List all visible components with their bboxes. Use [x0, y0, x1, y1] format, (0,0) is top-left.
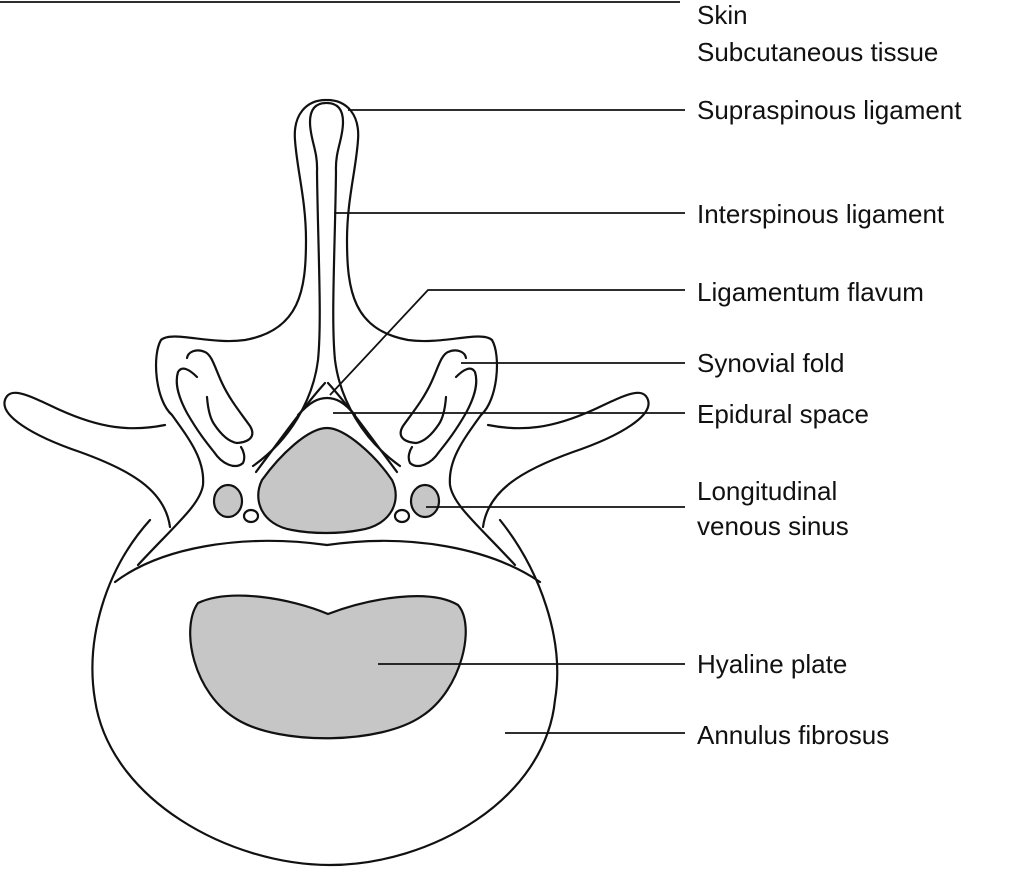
- spinous-inner-left: [251, 101, 328, 468]
- facet-inner-left: [185, 349, 254, 445]
- transverse-process-left: [3, 391, 172, 529]
- label-skin: Skin: [697, 0, 748, 30]
- foramen-right: [393, 508, 411, 524]
- facet-outer-right: [407, 367, 478, 468]
- epidural-arc: [296, 396, 357, 417]
- label-subcutaneous-tissue: Subcutaneous tissue: [697, 37, 939, 67]
- hyaline-plate-shape: [189, 594, 467, 740]
- venous-sinus-right: [409, 483, 441, 519]
- venous-sinus-left: [212, 483, 244, 519]
- spinous-lamina-outer-left: [136, 98, 328, 567]
- label-supraspinous-ligament: Supraspinous ligament: [697, 95, 962, 125]
- facet-inner-right: [399, 349, 468, 445]
- spinous-lamina-outer-right: [325, 98, 517, 567]
- transverse-process-right: [481, 391, 650, 529]
- label-venous-sinus: venous sinus: [697, 511, 849, 541]
- vertebral-body-top: [113, 539, 542, 584]
- label-interspinous-ligament: Interspinous ligament: [697, 199, 945, 229]
- foramen-left: [242, 508, 260, 524]
- label-synovial-fold: Synovial fold: [697, 348, 845, 378]
- leader-ligamentum-flavum: [329, 289, 685, 396]
- label-hyaline-plate: Hyaline plate: [697, 649, 848, 679]
- label-epidural-space: Epidural space: [697, 399, 869, 429]
- spinous-inner-right: [325, 101, 402, 468]
- ligamentum-flavum-left: [254, 381, 327, 474]
- spinal-canal: [257, 426, 397, 535]
- left-half: [3, 98, 328, 567]
- right-half: [325, 98, 650, 567]
- vertebral-body-outline: [91, 518, 559, 867]
- facet-outer-left: [175, 367, 246, 468]
- label-ligamentum-flavum: Ligamentum flavum: [697, 277, 924, 307]
- label-longitudinal: Longitudinal: [697, 476, 838, 506]
- label-annulus-fibrosus: Annulus fibrosus: [697, 720, 890, 750]
